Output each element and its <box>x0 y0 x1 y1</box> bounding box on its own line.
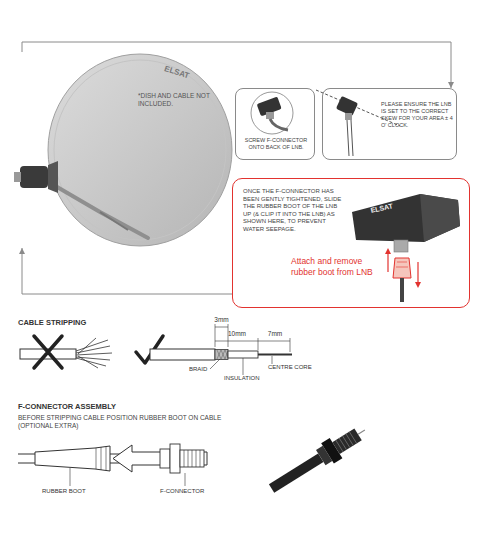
satellite-dish: *DISH AND CABLE NOT INCLUDED. <box>8 52 238 248</box>
f-connector-assembly-drawing <box>113 445 207 472</box>
screw-inset-drawing <box>266 112 274 119</box>
section-heading: CABLE STRIPPING <box>18 318 86 327</box>
f-connector-assembly-drawing <box>160 449 170 468</box>
cable-stripping-drawing <box>20 324 292 375</box>
red-instruction-text: Attach and remove rubber boot from LNB <box>291 256 383 277</box>
f-connector-assembly-drawing <box>180 450 204 467</box>
f-connector-assembly-drawing <box>70 468 185 486</box>
dimension-label: 10mm <box>224 330 250 338</box>
f-connector-assembly-drawing <box>18 420 371 499</box>
satellite-dish-outline <box>100 212 128 230</box>
instruction-text: ONCE THE F-CONNECTOR HAS BEEN GENTLY TIG… <box>243 188 347 233</box>
cable-stripping-drawing <box>217 350 228 359</box>
satellite-dish-outline <box>20 166 48 188</box>
lnb-boot-drawing <box>420 194 460 242</box>
cable-stripping-drawing <box>215 324 228 347</box>
part-label: RUBBER BOOT <box>42 488 86 495</box>
satellite-dish-outline <box>8 52 238 248</box>
highlight-box: ONCE THE F-CONNECTOR HAS BEEN GENTLY TIG… <box>232 178 470 308</box>
arrow-head <box>19 248 25 254</box>
f-connector-assembly-drawing <box>269 453 323 492</box>
cable-stripping-drawing <box>228 351 258 358</box>
lnb-boot-drawing <box>352 194 460 302</box>
part-label: INSULATION <box>224 375 260 382</box>
part-label: CENTRE CORE <box>268 364 312 371</box>
satellite-dish-outline <box>54 60 226 240</box>
skew-inset-drawing <box>345 113 352 120</box>
note-text: *DISH AND CABLE NOT INCLUDED. <box>138 92 212 108</box>
section-heading: F-CONNECTOR ASSEMBLY <box>18 402 116 411</box>
f-connector-assembly-drawing <box>184 450 200 467</box>
satellite-dish-outline <box>14 172 21 182</box>
lnb-boot-drawing <box>394 240 408 252</box>
lnb-boot-drawing <box>352 194 460 242</box>
f-connector-assembly-drawing <box>170 444 180 473</box>
connector-line <box>22 248 232 294</box>
cable-stripping-drawing <box>215 338 290 352</box>
lnb-boot-drawing <box>417 262 418 284</box>
f-connector-assembly-drawing <box>265 420 371 499</box>
lnb-boot-drawing <box>385 248 391 254</box>
screw-inset-drawing <box>251 92 293 134</box>
lnb-boot-drawing <box>397 262 407 263</box>
satellite-dish-outline <box>52 184 148 238</box>
instruction-text: SCREW F-CONNECTOR ONTO BACK OF LNB. <box>240 137 312 151</box>
lnb-boot-drawing <box>393 258 411 278</box>
f-connector-assembly-drawing <box>358 430 365 434</box>
instruction-text: BEFORE STRIPPING CABLE POSITION RUBBER B… <box>18 414 233 430</box>
f-connector-assembly-drawing <box>35 446 110 471</box>
instruction-text: PLEASE ENSURE THE LNB IS SET TO THE CORR… <box>381 101 453 129</box>
leader-connector <box>19 248 232 294</box>
dimension-label: 7mm <box>264 330 286 338</box>
part-label: BRAID <box>189 366 207 373</box>
f-connector-assembly-drawing <box>336 432 357 452</box>
lnb-boot-drawing <box>415 282 421 288</box>
f-connector-assembly-drawing <box>96 447 106 470</box>
f-connector-assembly-drawing <box>332 428 361 454</box>
skew-inset-drawing <box>347 120 349 156</box>
part-label: F-CONNECTOR <box>160 488 204 495</box>
cable-stripping-drawing <box>150 349 215 360</box>
cable-stripping-drawing <box>34 336 62 368</box>
screw-inset-drawing <box>270 119 288 130</box>
inset-box: SCREW F-CONNECTOR ONTO BACK OF LNB. <box>235 88 315 160</box>
dimension-label: 3mm <box>211 316 232 324</box>
satellite-dish-outline <box>48 161 58 193</box>
cable-stripping-drawing <box>215 350 228 360</box>
cable-stripping-drawing <box>76 338 112 368</box>
lnb-boot-drawing <box>400 278 404 302</box>
skew-inset-drawing <box>351 120 353 156</box>
lnb-boot-drawing <box>396 267 408 268</box>
satellite-dish-outline <box>48 54 232 246</box>
screw-inset-drawing <box>251 92 293 134</box>
lnb-boot-drawing <box>387 252 388 272</box>
cable-stripping-drawing <box>258 354 292 356</box>
cable-stripping-drawing <box>210 356 272 375</box>
inset-box: PLEASE ENSURE THE LNB IS SET TO THE CORR… <box>322 88 457 160</box>
